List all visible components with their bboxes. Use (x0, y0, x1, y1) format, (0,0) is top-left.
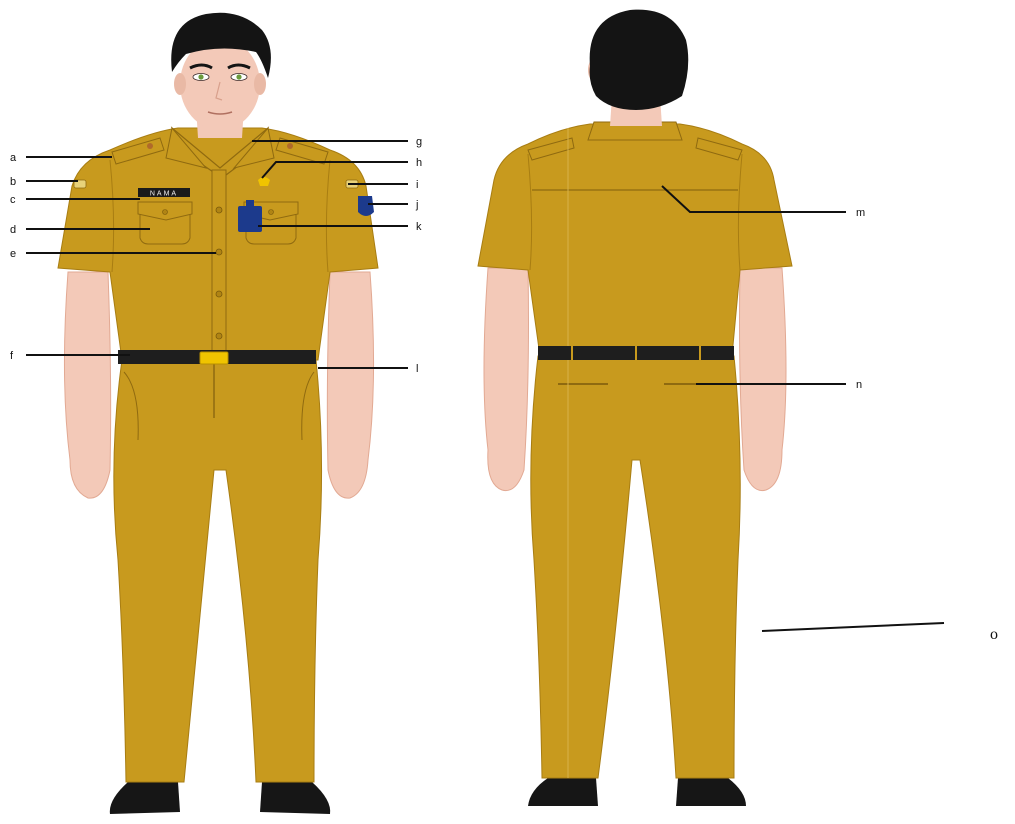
front-figure: NAMA (58, 13, 378, 814)
callout-label-n: n (856, 379, 862, 391)
front-right-iris (236, 74, 241, 79)
front-placket (212, 170, 226, 360)
front-shoulder-patch (358, 196, 374, 216)
callout-label-o: o (990, 626, 998, 643)
callout-label-h: h (416, 157, 422, 169)
back-figure (478, 10, 792, 806)
front-button-1 (216, 207, 222, 213)
front-right-shoe (260, 782, 330, 814)
callout-label-g: g (416, 136, 422, 148)
callout-label-c: c (10, 194, 16, 206)
leader-o (762, 623, 944, 631)
callout-label-f: f (10, 350, 14, 362)
front-right-arm (327, 272, 373, 498)
front-button-2 (216, 249, 222, 255)
front-right-pocket-button (269, 210, 274, 215)
front-belt-buckle (200, 352, 228, 364)
callout-label-l: l (416, 363, 418, 375)
callout-label-j: j (415, 199, 418, 211)
front-right-ear (254, 73, 266, 95)
front-button-4 (216, 333, 222, 339)
callout-label-i: i (416, 179, 418, 191)
back-right-arm (740, 268, 787, 491)
front-right-epaulette-button (287, 143, 293, 149)
front-left-iris (198, 74, 203, 79)
back-left-arm (484, 268, 529, 491)
name-tag-text: NAMA (150, 191, 178, 198)
front-left-arm (64, 272, 110, 498)
front-trousers (114, 360, 322, 782)
callout-label-e: e (10, 248, 16, 260)
front-id-badge (238, 206, 262, 232)
front-left-shoe (110, 782, 180, 814)
front-button-3 (216, 291, 222, 297)
back-right-shoe (676, 778, 746, 806)
front-id-badge-clip (246, 200, 254, 207)
front-left-epaulette-button (147, 143, 153, 149)
callout-label-k: k (416, 221, 422, 233)
callout-label-m: m (856, 207, 865, 219)
front-left-ear (174, 73, 186, 95)
back-left-shoe (528, 778, 598, 806)
back-hair (590, 10, 689, 110)
back-trousers (531, 356, 740, 778)
callout-label-d: d (10, 224, 16, 236)
callout-label-a: a (10, 152, 17, 164)
front-left-pocket-button (163, 210, 168, 215)
callout-label-b: b (10, 176, 16, 188)
